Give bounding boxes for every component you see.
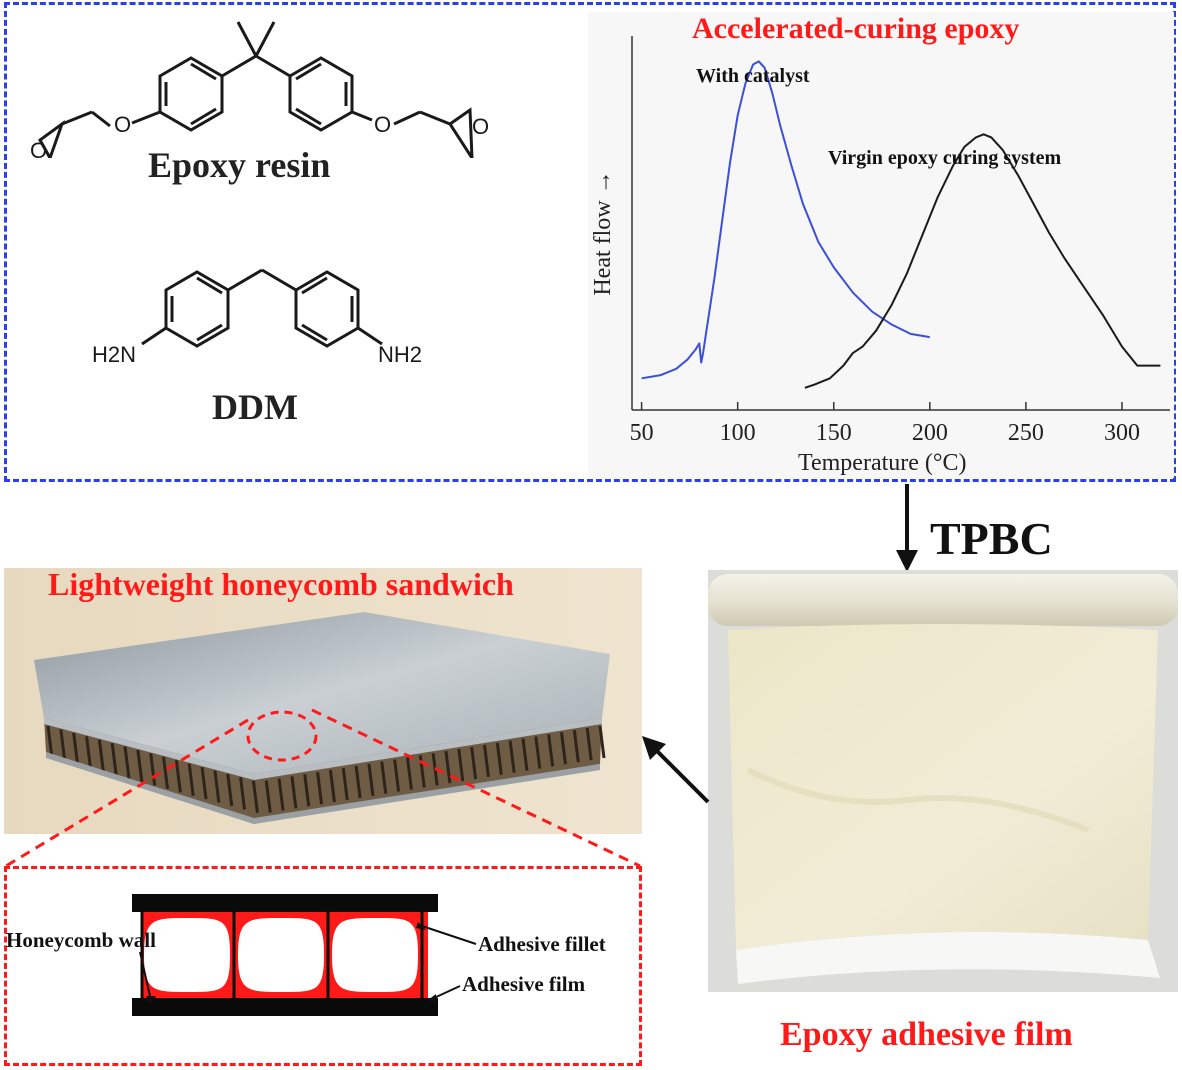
virgin-curve (804, 133, 1161, 389)
honeycomb-cell-line (187, 763, 195, 796)
honeycomb-cell-line (59, 729, 67, 762)
honeycomb-cell-line (328, 769, 336, 803)
ddm-label: DDM (212, 387, 298, 427)
zoom-lines (5, 708, 641, 868)
honeycomb-cell-line (444, 751, 452, 784)
diagonal-arrow (642, 736, 710, 804)
honeycomb-cell-line (585, 727, 593, 761)
x-tick-label: 150 (816, 420, 852, 446)
honeycomb-cell-line (354, 765, 362, 799)
epoxide-oxygen-right: O (472, 114, 489, 139)
honeycomb-cell-line (367, 763, 375, 796)
honeycomb-cell-line (46, 725, 54, 759)
x-tick-label: 250 (1008, 420, 1044, 446)
film-caption: Epoxy adhesive film (780, 1016, 1073, 1053)
honeycomb-cell-line (393, 759, 401, 792)
adhesive-fillet-label: Adhesive fillet (478, 932, 606, 956)
catalyst-curve-label: With catalyst (696, 65, 810, 87)
tpbc-label: TPBC (930, 513, 1053, 564)
honeycomb-cell-line (162, 756, 170, 790)
top-panel-frame (4, 2, 1176, 482)
down-arrow (896, 484, 918, 572)
honeycomb-cell-line (534, 736, 542, 769)
honeycomb-cell-line (264, 780, 272, 813)
honeycomb-cell-line (213, 770, 221, 803)
honeycomb-cell-line (547, 734, 555, 767)
epoxy-resin-structure: O O O O (30, 21, 489, 158)
honeycomb-cell-line (495, 742, 503, 775)
honeycomb-cell-line (174, 760, 182, 793)
x-tick-label: 100 (720, 420, 756, 446)
ddm-structure: H2N NH2 (92, 268, 422, 367)
honeycomb-cell-line (559, 732, 567, 765)
honeycomb-cell-line (200, 766, 208, 800)
dsc-chart-panel (588, 12, 1174, 478)
honeycomb-cell-line (470, 746, 478, 780)
x-tick-label: 50 (630, 420, 654, 446)
honeycomb-cell-line (226, 773, 234, 807)
honeycomb-cell-line (405, 757, 413, 790)
catalyst-curve (641, 60, 930, 380)
honeycomb-cell-line (521, 738, 529, 771)
sandwich-title: Lightweight honeycomb sandwich (48, 566, 514, 602)
virgin-curve-label: Virgin epoxy curing system (828, 147, 1061, 169)
honeycomb-cell-line (149, 753, 157, 786)
amine-right: NH2 (378, 342, 422, 367)
honeycomb-cell-line (598, 725, 606, 759)
honeycomb-cell-line (136, 749, 144, 783)
honeycomb-cell-line (110, 742, 118, 776)
honeycomb-wall-label: Honeycomb wall (6, 928, 156, 952)
x-axis-label: Temperature (°C) (798, 450, 967, 476)
adhesive-film-label: Adhesive film (462, 972, 586, 996)
honeycomb-cell-line (72, 732, 80, 766)
honeycomb-cell-line (239, 777, 247, 810)
honeycomb-cell-line (482, 744, 490, 778)
inset-leader-lines (139, 922, 477, 1004)
x-tick-label: 300 (1104, 420, 1140, 446)
honeycomb-cell-line (316, 772, 324, 805)
epoxy-resin-label: Epoxy resin (148, 145, 331, 185)
honeycomb-cell-line (277, 778, 285, 811)
ether-oxygen-right: O (374, 112, 391, 137)
honeycomb-cell-line (290, 776, 298, 809)
honeycomb-cell-line (123, 746, 131, 779)
sandwich-schematic (132, 894, 438, 1016)
honeycomb-cell-line (380, 761, 388, 794)
epoxide-oxygen-left: O (30, 138, 47, 158)
honeycomb-cell-line (85, 736, 93, 769)
amine-left: H2N (92, 342, 136, 367)
ether-oxygen-left: O (114, 112, 131, 137)
honeycomb-cell-line (97, 739, 105, 772)
honeycomb-cell-line (572, 730, 580, 763)
chart-title: Accelerated-curing epoxy (692, 12, 1020, 45)
honeycomb-sandwich-photo (4, 568, 642, 834)
x-tick-label: 200 (912, 420, 948, 446)
honeycomb-cell-line (341, 767, 349, 801)
honeycomb-cell-line (303, 774, 311, 807)
honeycomb-cell-line (251, 780, 259, 814)
inset-frame (4, 866, 642, 1066)
honeycomb-cell-line (508, 740, 516, 773)
honeycomb-cell-line (457, 748, 465, 782)
adhesive-film-photo (708, 570, 1178, 992)
